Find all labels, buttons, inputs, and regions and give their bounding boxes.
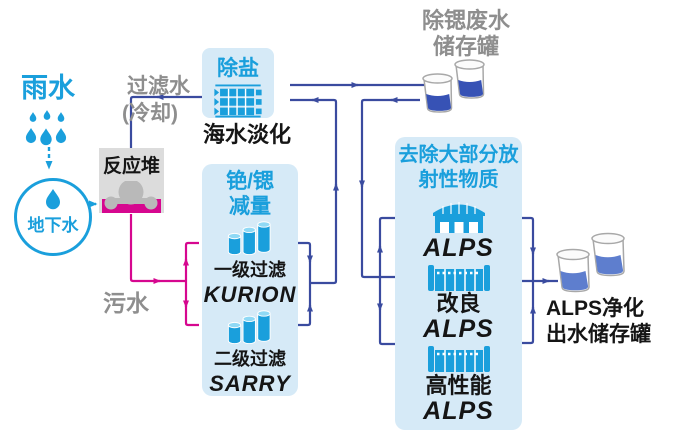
rain-drops-icon xyxy=(25,110,67,146)
alps-output-tank-label-line1: ALPS净化 xyxy=(546,297,645,320)
alps-system3-line2: ALPS xyxy=(423,397,494,425)
high-performance-alps-unit-icon xyxy=(427,346,490,372)
stage1-system: KURION xyxy=(203,282,297,307)
alps-title-line2: 射性物质 xyxy=(418,169,499,191)
sr-removed-tank-icon xyxy=(422,59,485,113)
alps-panel: 去除大部分放 射性物质 ALPS 改良 ALPS xyxy=(395,137,522,430)
alps-system2-line2: ALPS xyxy=(423,315,494,343)
desalination-title: 除盐 xyxy=(217,57,259,80)
reactor-label: 反应堆 xyxy=(102,156,160,177)
alps-title-line1: 去除大部分放 xyxy=(398,144,519,166)
rain-label: 雨水 xyxy=(21,73,75,103)
reactor-node: 反应堆 xyxy=(99,148,164,213)
filtered-water-label: 过滤水 xyxy=(127,75,190,98)
reactor-vessel-icon xyxy=(104,181,158,210)
groundwater-node: 地下水 xyxy=(14,178,92,256)
rain-source: 雨水 xyxy=(14,66,82,147)
desalination-subtitle: 海水淡化 xyxy=(202,122,291,147)
sr-tank-label-line1: 除锶废水 xyxy=(421,8,510,33)
cooling-label: (冷却) xyxy=(122,102,178,125)
navy-flow-lines xyxy=(129,83,558,346)
contaminated-water-lines xyxy=(129,214,199,327)
alps-building-icon xyxy=(432,202,485,233)
sr-removed-tank-labels: 除锶废水 储存罐 xyxy=(398,8,534,60)
alps-output-tank-label-line2: 出水储存罐 xyxy=(546,323,651,346)
stage2-system: SARRY xyxy=(209,371,291,396)
alps-output-tank-icon xyxy=(556,232,625,293)
sr-tank-label-line2: 储存罐 xyxy=(432,34,499,59)
stage2-label: 二级过滤 xyxy=(214,349,286,369)
improved-alps-unit-icon xyxy=(427,265,490,291)
desalination-unit-icon xyxy=(214,84,262,118)
alps-system2-line1: 改良 xyxy=(436,291,481,316)
alps-system3-line1: 高性能 xyxy=(425,373,492,398)
groundwater-label: 地下水 xyxy=(27,216,79,235)
cs-sr-reduction-panel: 铯/锶 减量 一级过滤 KURION 二级过滤 SARRY xyxy=(202,164,298,396)
alps-output-tank-labels: ALPS净化 出水储存罐 xyxy=(538,296,675,348)
stage1-label: 一级过滤 xyxy=(214,260,286,280)
sarry-tanks-icon xyxy=(227,310,271,344)
water-drop-icon xyxy=(46,189,60,210)
navy-flow-arrows xyxy=(156,82,550,314)
kurion-tanks-icon xyxy=(227,221,271,255)
alps-system1-label: ALPS xyxy=(423,234,494,262)
cs-sr-title-line2: 减量 xyxy=(229,195,271,218)
cs-sr-title-line1: 铯/锶 xyxy=(226,170,274,193)
contaminated-water-label: 污水 xyxy=(103,290,149,316)
desalination-panel: 除盐 xyxy=(202,48,274,118)
